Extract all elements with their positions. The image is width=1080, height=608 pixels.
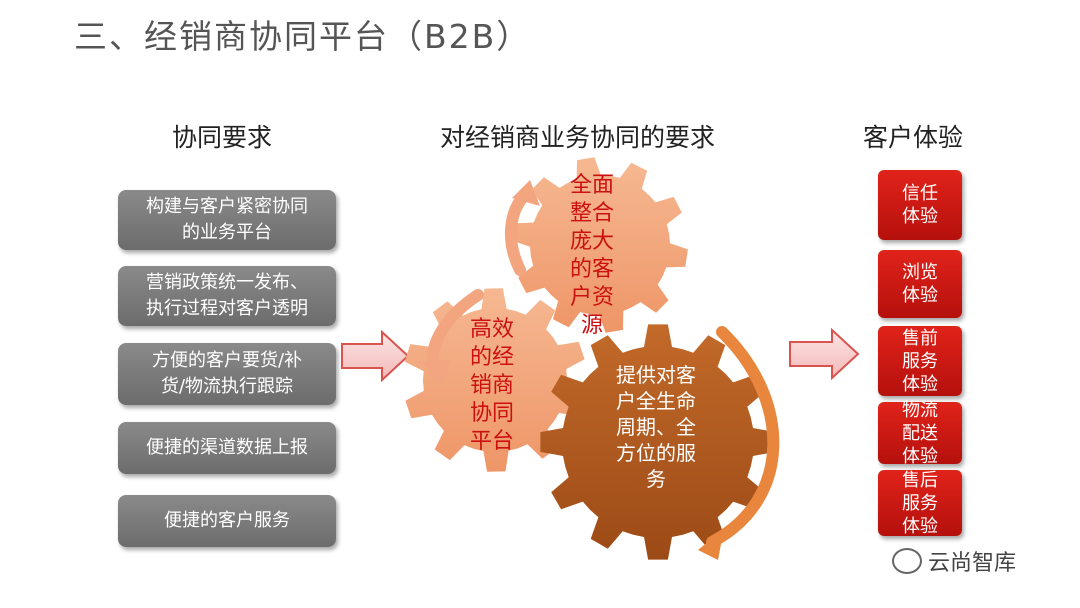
gear-diagram [404,157,780,560]
curved-arrow-head-icon [512,180,540,206]
requirement-box: 构建与客户紧密协同 的业务平台 [118,190,336,250]
middle-column-heading: 对经销商业务协同的要求 [440,123,716,152]
gear-top-text: 全面 整合 庞大 的客 户资 源 [570,173,615,338]
requirement-box: 方便的客户要货/补 货/物流执行跟踪 [118,343,336,405]
curved-arrow-head-icon [422,360,450,386]
curved-arrow-head-icon [698,528,724,560]
experience-box: 售后 服务 体验 [878,470,962,537]
experience-box: 信任 体验 [878,170,962,240]
gear-left-text: 高效 的经 销商 协同 平台 [470,317,515,454]
requirement-box: 便捷的渠道数据上报 [118,422,336,474]
watermark-text: 云尚智库 [928,551,1017,576]
watermark: 云尚智库 [892,545,1016,577]
wechat-icon [892,548,922,574]
curved-arrow-icon [706,326,780,548]
gear-bottom [540,324,776,560]
gear-top [512,157,688,333]
page-title: 三、经销商协同平台（B2B） [74,17,532,56]
experience-box: 物流 配送 体验 [878,400,962,467]
right-arrow-icon [789,328,860,380]
experience-box: 浏览 体验 [878,250,962,318]
requirement-box: 营销政策统一发布、 执行过程对客户透明 [118,266,336,326]
experience-box: 售前 服务 体验 [878,326,962,396]
right-arrow-icon [341,330,410,382]
left-column-heading: 协同要求 [172,123,273,152]
right-column-heading: 客户体验 [863,123,964,152]
gear-left [404,288,586,472]
gear-bottom-text: 提供对客 户全生命 周期、全 方位的服 务 [616,363,696,491]
requirement-box: 便捷的客户服务 [118,495,336,547]
